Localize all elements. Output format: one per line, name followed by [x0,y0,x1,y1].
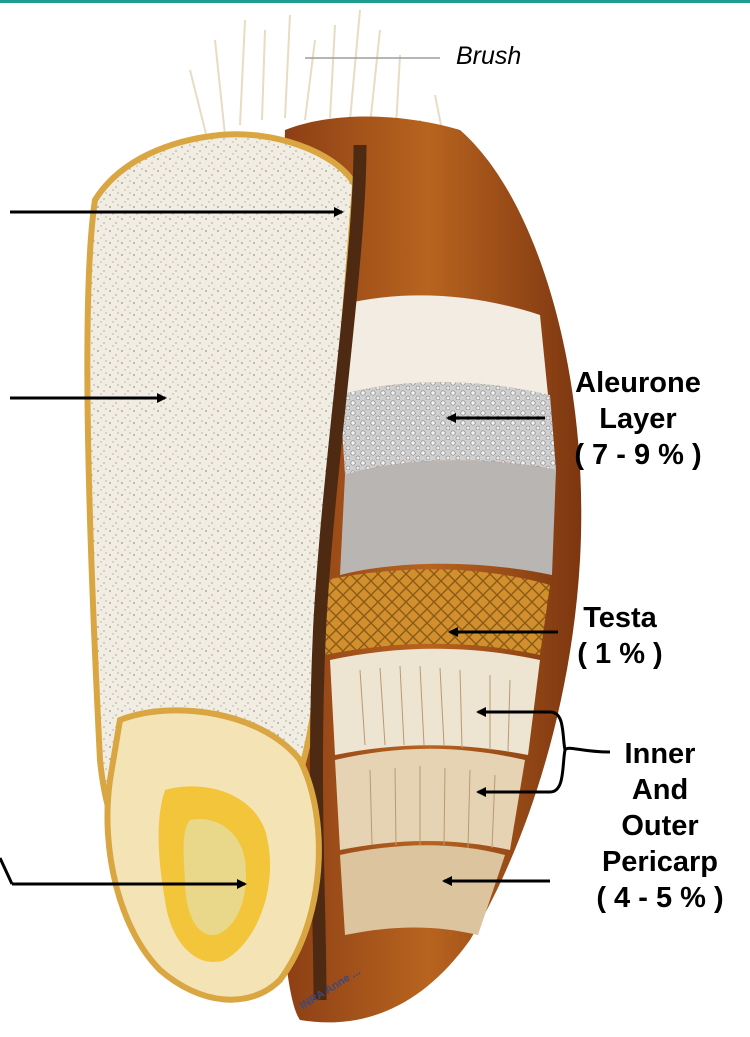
aleurone-layer-label: Aleurone Layer ( 7 - 9 % ) [548,365,728,473]
aleurone-line-1: Aleurone [548,365,728,401]
pericarp-line-5: ( 4 - 5 % ) [570,880,750,916]
testa-line-1: Testa [555,600,685,636]
pericarp-line-3: Outer [570,808,750,844]
arrow-germ-tail [0,858,12,884]
pericarp-label: Inner And Outer Pericarp ( 4 - 5 % ) [570,736,750,916]
pericarp-line-2: And [570,772,750,808]
aleurone-line-3: ( 7 - 9 % ) [548,437,728,473]
brush-label: Brush [456,42,521,71]
pericarp-line-1: Inner [570,736,750,772]
testa-label: Testa ( 1 % ) [555,600,685,672]
aleurone-line-2: Layer [548,401,728,437]
pericarp-line-4: Pericarp [570,844,750,880]
testa-line-2: ( 1 % ) [555,636,685,672]
